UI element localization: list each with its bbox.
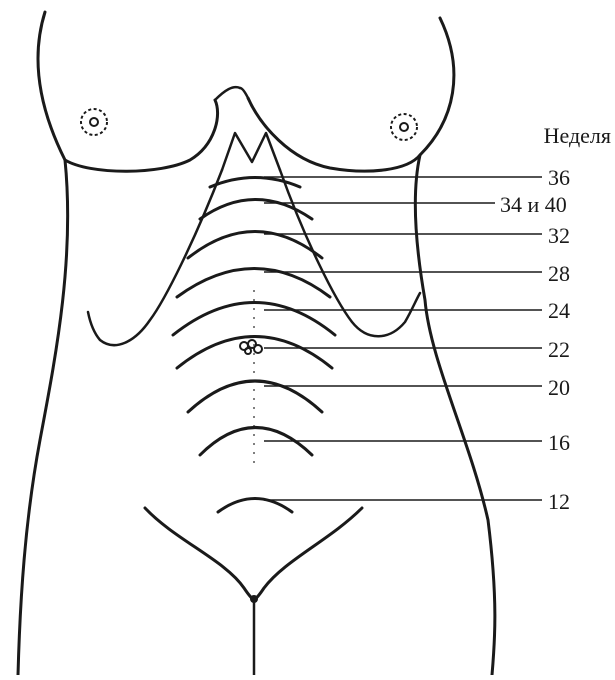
label-week-22: 22 — [548, 337, 570, 362]
navel — [240, 340, 262, 354]
right-breast — [248, 98, 420, 171]
body-outline-right — [415, 18, 495, 675]
left-nipple — [90, 118, 98, 126]
rib-edge-right — [280, 170, 420, 336]
neckline-right — [240, 88, 248, 98]
label-week-34-40: 34 и 40 — [500, 192, 567, 217]
body-outline-left — [18, 12, 68, 675]
left-areola — [81, 109, 107, 135]
arc-week-32 — [188, 232, 322, 259]
groin-left — [145, 508, 254, 600]
label-week-32: 32 — [548, 223, 570, 248]
xiphoid-notch — [222, 133, 280, 170]
right-nipple — [400, 123, 408, 131]
groin-right — [254, 508, 362, 600]
right-areola — [391, 114, 417, 140]
label-week-20: 20 — [548, 375, 570, 400]
weeks-heading: Неделя — [544, 123, 611, 148]
label-week-16: 16 — [548, 430, 570, 455]
label-week-12: 12 — [548, 489, 570, 514]
neckline-left — [215, 87, 240, 100]
left-breast — [65, 100, 218, 171]
rib-edge-left — [88, 170, 222, 345]
label-week-28: 28 — [548, 261, 570, 286]
pubic-point — [250, 595, 258, 603]
label-week-24: 24 — [548, 298, 570, 323]
arc-week-28 — [177, 269, 330, 298]
label-week-36: 36 — [548, 165, 570, 190]
